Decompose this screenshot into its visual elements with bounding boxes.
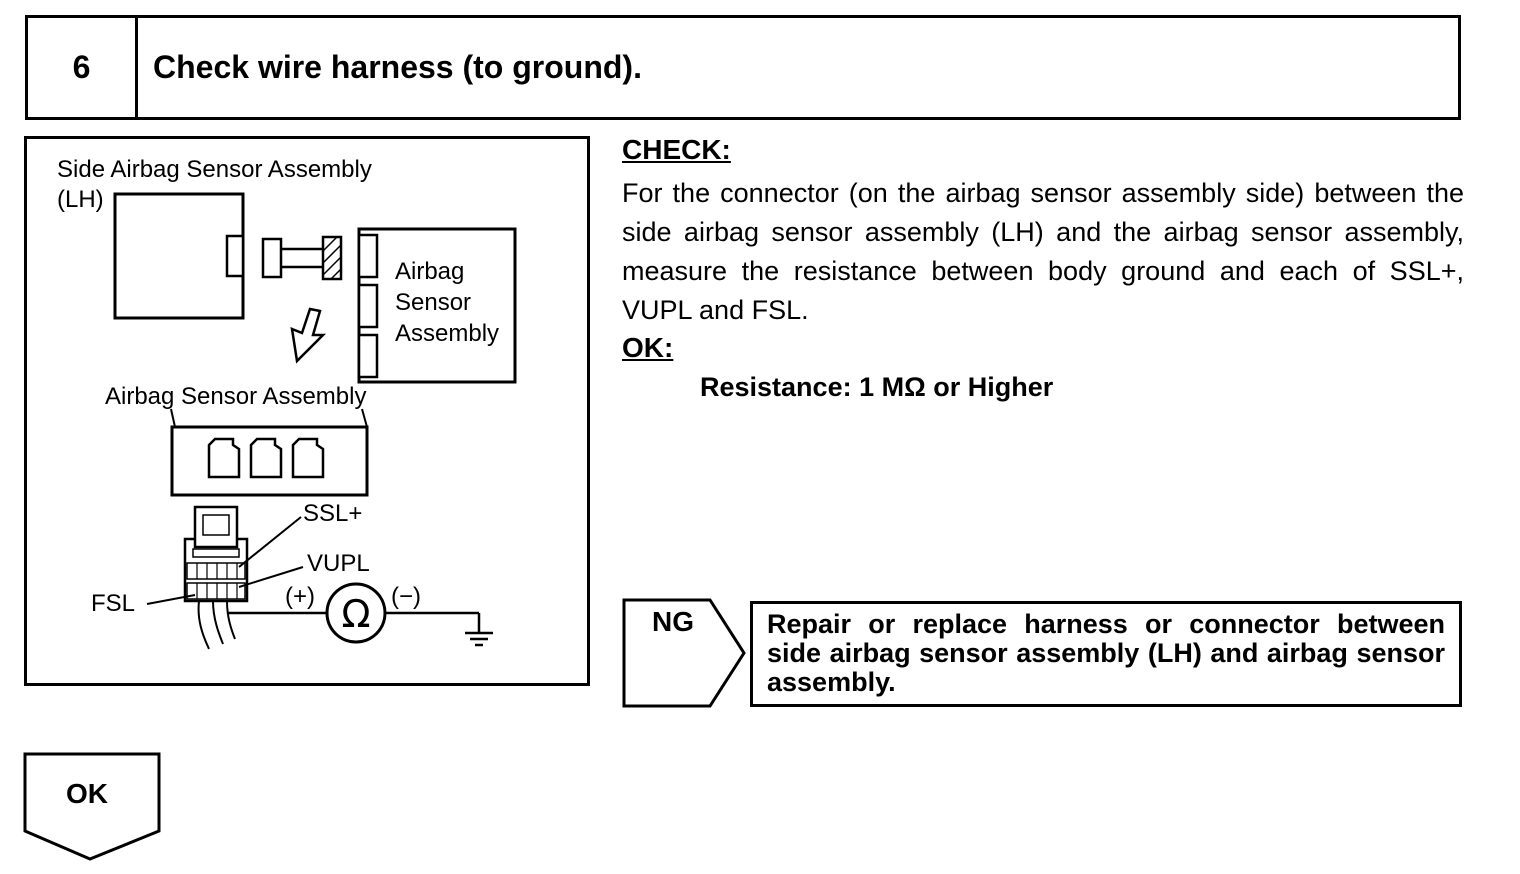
probe-plus-label: (+) bbox=[285, 583, 315, 610]
step-number: 6 bbox=[28, 18, 138, 117]
step-title: Check wire harness (to ground). bbox=[153, 49, 642, 85]
airbag-box-label-1: Airbag bbox=[395, 258, 464, 285]
plug-left bbox=[261, 237, 283, 279]
ok-arrow-box bbox=[23, 752, 161, 861]
connector-face bbox=[170, 425, 369, 497]
ng-action: Repair or replace harness or connector b… bbox=[750, 601, 1462, 707]
wiring-diagram: Airbag Sensor Assembly Side Airbag Senso… bbox=[57, 156, 517, 650]
terminal-ssl-label: SSL+ bbox=[303, 500, 362, 527]
probe-minus-label: (−) bbox=[391, 583, 421, 610]
step-header: 6 Check wire harness (to ground). bbox=[25, 15, 1461, 120]
check-heading: CHECK: bbox=[622, 134, 731, 165]
ok-flow-label: OK bbox=[66, 778, 108, 809]
ng-arrow-box bbox=[622, 598, 746, 708]
side-sensor-label-1: Side Airbag Sensor Assembly bbox=[57, 156, 372, 183]
ng-label: NG bbox=[652, 606, 694, 637]
side-sensor-connector bbox=[225, 234, 245, 278]
terminal-fsl-label: FSL bbox=[91, 590, 135, 617]
resistance-spec: Resistance: 1 MΩ or Higher bbox=[700, 372, 1054, 402]
ok-heading: OK: bbox=[622, 332, 674, 363]
down-arrow-icon bbox=[290, 307, 327, 364]
check-instructions: For the connector (on the airbag sensor … bbox=[622, 178, 1464, 325]
side-sensor-box bbox=[113, 192, 245, 320]
terminal-vupl-label: VUPL bbox=[307, 550, 370, 577]
ohm-symbol: Ω bbox=[341, 592, 370, 636]
side-sensor-label-2: (LH) bbox=[57, 186, 104, 213]
wiring-figure: Airbag Sensor Assembly Side Airbag Senso… bbox=[24, 136, 590, 686]
airbag-sensor-assembly-label: Airbag Sensor Assembly bbox=[105, 383, 366, 410]
airbag-box-label-3: Assembly bbox=[395, 320, 499, 347]
airbag-box-label-2: Sensor bbox=[395, 289, 471, 316]
